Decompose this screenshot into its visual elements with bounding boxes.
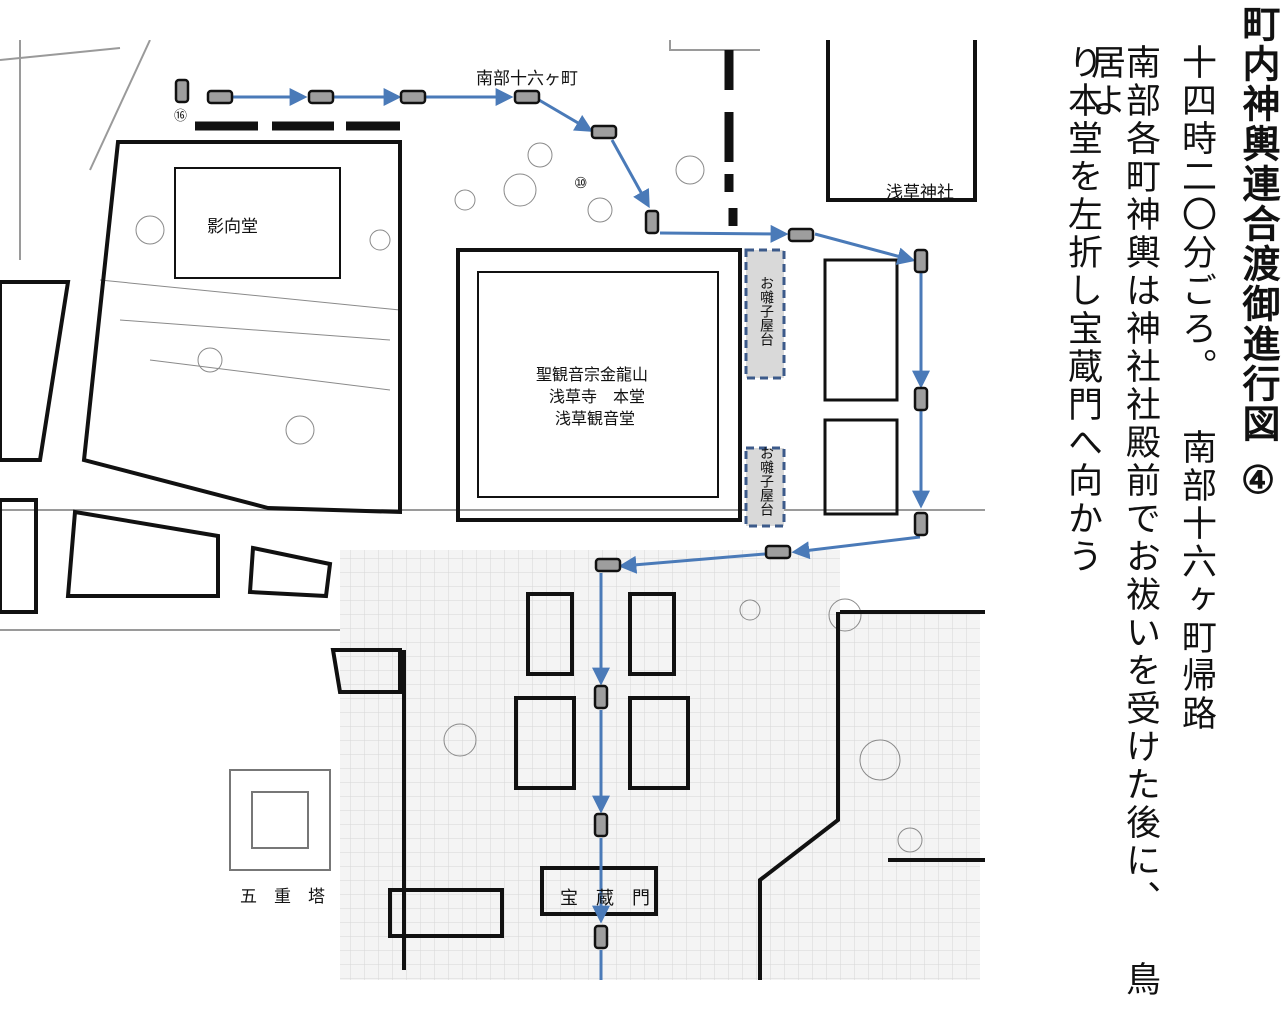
asakusa-shrine-outline [826,40,977,202]
label-main-hall-1: 聖観音宗金龍山 [536,365,648,384]
label-pagoda: 五 重 塔 [240,887,325,907]
small-gate-west [388,888,504,938]
mikoshi-marker [307,89,335,105]
main-hall [456,248,742,522]
mikoshi-marker [787,227,815,243]
label-main-hall-2: 浅草寺 本堂 [549,387,645,406]
mikoshi-route [232,88,930,980]
label-asakusa-shrine: 浅草神社 [886,183,954,203]
west-garden [99,142,923,853]
east-plaza-wall [758,610,985,980]
mikoshi-marker [590,124,618,140]
page-title: 町内神輿連合渡御進行図 ④ [1236,4,1281,504]
description-line-3: り本堂を左折し宝蔵門へ向かう [1062,44,1102,576]
label-eikodo: 影向堂 [207,217,258,237]
mikoshi-marker [593,812,609,838]
title-text: 町内神輿連合渡御進行図 [1236,4,1281,444]
label-ohayashi-1: お囃子屋台 [758,276,774,346]
title-number: ④ [1236,458,1281,504]
plaza-paving [340,550,840,980]
mikoshi-marker [593,924,609,950]
label-hozomon: 宝 蔵 門 [560,888,650,909]
stall-ne [628,592,676,676]
stall-se [628,696,690,790]
mikoshi-marker [206,89,234,105]
west-plaza-wall [330,648,402,694]
mikoshi-marker [174,78,190,104]
pagoda-outline [229,769,331,871]
label-main-hall-3: 浅草観音堂 [555,409,635,428]
plaza-paving-east [840,610,980,980]
west-block-1 [0,280,71,462]
ohayashi-yatai-1 [744,248,786,380]
description-line-1: 十四時二〇分ごろ。 南部十六ヶ町帰路 [1176,44,1216,733]
mikoshi-marker [513,89,541,105]
label-marker-10: ⑩ [574,174,587,192]
west-block-2 [0,498,38,614]
east-block-2 [823,418,899,516]
mikoshi-marker [913,248,929,274]
label-marker-16: ⑯ [174,109,187,124]
eikodo-building [174,167,341,279]
mikoshi-marker [593,684,609,710]
precinct-map: 南部十六ヶ町 ⑯ ⑩ 影向堂 浅草神社 聖観音宗金龍山 浅草寺 本堂 浅草観音堂… [0,40,985,980]
mikoshi-markers [174,78,929,950]
mikoshi-marker [594,557,622,573]
stall-nw [526,592,574,676]
east-block-1 [823,258,899,402]
mikoshi-marker [913,511,929,537]
west-block-4 [247,545,333,599]
stall-sw [514,696,576,790]
mikoshi-marker [399,89,427,105]
mikoshi-marker [764,544,792,560]
mikoshi-marker [913,386,929,412]
eikodo-precinct [81,140,402,515]
label-ohayashi-2: お囃子屋台 [758,446,774,516]
buildings [0,40,985,980]
mikoshi-marker [644,209,660,235]
ohayashi-yatai-2 [744,446,786,528]
description-line-2: 南部各町神輿は神社社殿前でお祓いを受けた後に、 鳥居よ [1085,44,1160,999]
barricades [195,50,738,226]
west-block-3 [65,509,220,598]
label-route-group: 南部十六ヶ町 [476,69,578,89]
